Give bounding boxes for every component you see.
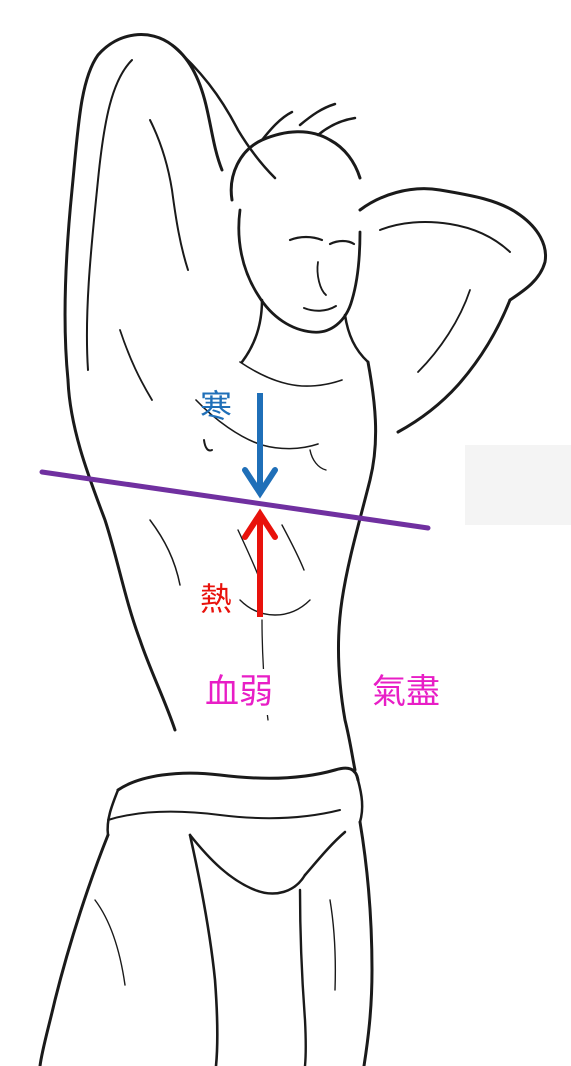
divider-line [39, 469, 431, 531]
arrow-down-icon [242, 393, 278, 499]
heat-label: 熱 [200, 580, 233, 618]
background-patch [465, 445, 571, 525]
figure-outline [38, 33, 548, 1066]
blood-weak-label: 血弱 [195, 669, 283, 715]
cold-label: 寒 [200, 387, 233, 425]
arrow-up-icon [242, 508, 278, 617]
qi-exhausted-label: 氣盡 [362, 669, 450, 715]
